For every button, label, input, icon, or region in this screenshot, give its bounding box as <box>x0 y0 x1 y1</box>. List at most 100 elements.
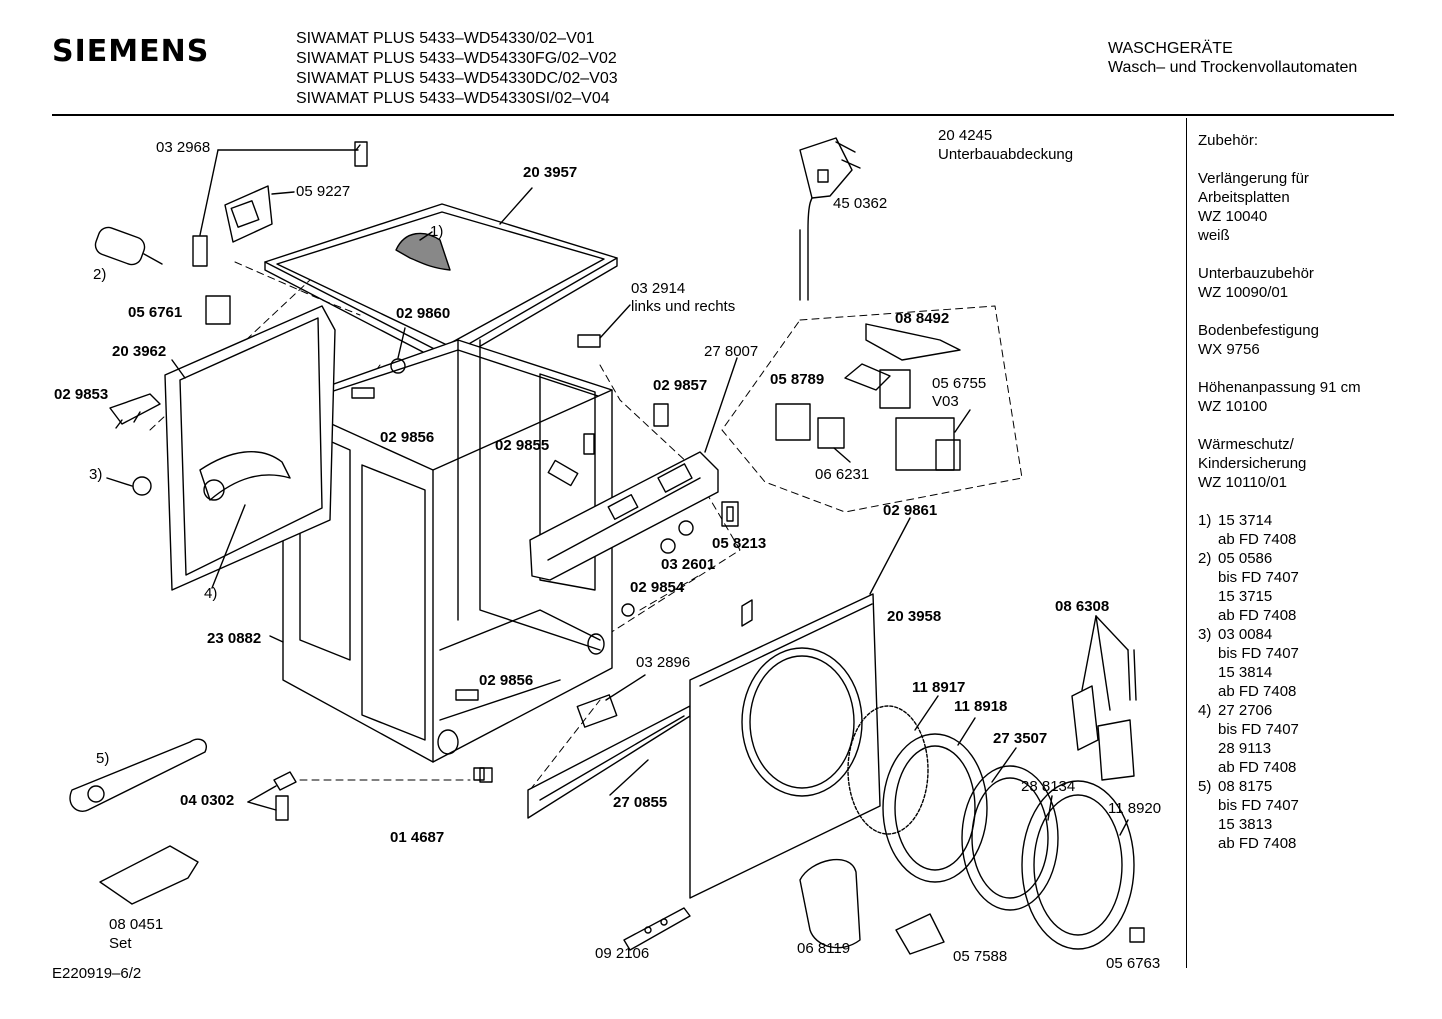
part-label: 02 9860 <box>396 305 451 322</box>
footnote-number: 1) <box>1198 512 1212 529</box>
document-id: E220919–6/2 <box>52 965 142 982</box>
exploded-view-drawing <box>69 137 1145 955</box>
footnote-line: ab FD 7408 <box>1218 835 1297 852</box>
accessory-name: Verlängerung für <box>1198 170 1309 187</box>
part-label: 05 6761 <box>128 304 183 321</box>
accessory-item: Unterbauzubehör WZ 10090/01 <box>1198 264 1361 302</box>
part-label: 23 0882 <box>207 630 262 647</box>
note-marker: 2) <box>93 266 107 283</box>
leader-line <box>954 409 971 433</box>
footnote-line-row: 15 3813 <box>1198 815 1361 834</box>
accessory-sidebar: Zubehör: Verlängerung für Arbeitsplatten… <box>1198 131 1361 853</box>
footnote-line: ab FD 7408 <box>1218 759 1297 776</box>
leader-line <box>269 635 284 643</box>
model-line: SIWAMAT PLUS 5433–WD54330/02–V01 <box>296 30 595 47</box>
footnote-line: ab FD 7408 <box>1218 607 1297 624</box>
footnote-line: ab FD 7408 <box>1218 531 1297 548</box>
door-hinge-parts <box>1071 615 1137 781</box>
part-label: 06 8119 <box>797 940 851 957</box>
part-label: 05 8789 <box>770 371 825 388</box>
model-line: SIWAMAT PLUS 5433–WD54330SI/02–V04 <box>296 90 610 107</box>
part-label: 27 0855 <box>613 794 668 811</box>
part-label: 04 0302 <box>180 792 235 809</box>
accessory-code: WZ 10110/01 <box>1198 474 1287 491</box>
part-variant: V03 <box>932 393 959 410</box>
footnote-line: ab FD 7408 <box>1218 683 1297 700</box>
category-subtitle: Wasch– und Trockenvollautomaten <box>1108 59 1358 76</box>
sidebar-title: Zubehör: <box>1198 132 1259 149</box>
footnote-line: bis FD 7407 <box>1218 721 1299 738</box>
part-description: links und rechts <box>631 298 736 315</box>
part-label: 11 8918 <box>954 698 1008 715</box>
footnote-line: 27 2706 <box>1218 702 1273 719</box>
footnote-line-row: bis FD 7407 <box>1198 568 1361 587</box>
part-label: 05 6755 <box>932 375 987 392</box>
electronics-region <box>721 305 1023 513</box>
part-label: 05 8213 <box>712 535 767 552</box>
small-parts-left <box>106 393 161 496</box>
accessory-code: WZ 10040 <box>1198 208 1268 225</box>
clips <box>351 387 753 781</box>
leader-line <box>609 759 649 796</box>
accessory-name: Höhenanpassung 91 cm <box>1198 379 1361 396</box>
part-label: 02 9857 <box>653 377 708 394</box>
footnote: 3)03 0084 <box>1198 625 1361 644</box>
part-label: 02 9856 <box>479 672 534 689</box>
small-parts-top-left <box>94 141 631 374</box>
footnote-line-row: ab FD 7408 <box>1198 682 1361 701</box>
footnote-line-row: 28 9113 <box>1198 739 1361 758</box>
footnote-line: bis FD 7407 <box>1218 645 1299 662</box>
note-marker: 4) <box>204 585 218 602</box>
part-label: 06 6231 <box>815 466 870 483</box>
footnote: 4)27 2706 <box>1198 701 1361 720</box>
leader-line <box>211 504 246 589</box>
footnote: 2) 05 0586 <box>1198 549 1361 568</box>
accessory-code: WZ 10090/01 <box>1198 284 1289 301</box>
footnote-line: 05 0586 <box>1218 550 1273 567</box>
footnote-line-row: ab FD 7408 <box>1198 834 1361 853</box>
footnote-line-row: bis FD 7407 <box>1198 796 1361 815</box>
footnote-line-row: ab FD 7408 <box>1198 606 1361 625</box>
footnote-line-row: ab FD 7408 <box>1198 758 1361 777</box>
part-label: 09 2106 <box>595 945 650 962</box>
footnote: 1) 15 3714 <box>1198 511 1361 530</box>
note-marker: 3) <box>89 466 103 483</box>
part-label: 08 0451 <box>109 916 164 933</box>
power-cord <box>799 137 861 301</box>
footnote: 5) 08 8175 <box>1198 777 1361 796</box>
footnote-line-row: 15 3814 <box>1198 663 1361 682</box>
header-divider <box>52 114 1394 116</box>
footnote-line: 28 9113 <box>1218 740 1272 757</box>
hinge-bracket <box>576 674 646 728</box>
footnote-line: 08 8175 <box>1218 778 1273 795</box>
footnote-line: 15 3814 <box>1218 664 1273 681</box>
model-line: SIWAMAT PLUS 5433–WD54330FG/02–V02 <box>296 50 617 67</box>
sidebar-divider <box>1186 118 1187 968</box>
part-label: 11 8917 <box>912 679 966 696</box>
part-label: 02 9861 <box>883 502 938 519</box>
door-assembly <box>847 705 1135 950</box>
part-label: 45 0362 <box>833 195 888 212</box>
leader-line <box>704 357 738 453</box>
footnote-line: 15 3714 <box>1218 512 1273 529</box>
leader-line <box>1047 795 1053 821</box>
accessory-note: weiß <box>1198 227 1230 244</box>
footnote-number: 2) <box>1198 550 1212 567</box>
footnote-number: 5) <box>1198 778 1212 795</box>
part-label: 28 8134 <box>1021 778 1076 795</box>
part-label: 03 2896 <box>636 654 691 671</box>
bottom-parts <box>69 738 1145 955</box>
accessory-name: Arbeitsplatten <box>1198 189 1290 206</box>
footnote-line-row: bis FD 7407 <box>1198 644 1361 663</box>
cabinet-body <box>282 339 613 763</box>
leader-line <box>991 747 1017 783</box>
part-label: 20 3962 <box>112 343 167 360</box>
footnote-line-row: bis FD 7407 <box>1198 720 1361 739</box>
part-label: 05 9227 <box>296 183 351 200</box>
part-label: 05 6763 <box>1106 955 1161 972</box>
leader-line <box>957 717 976 746</box>
footnote-line-row: ab FD 7408 <box>1198 530 1361 549</box>
electronic-parts <box>775 323 961 471</box>
accessory-item: Verlängerung für Arbeitsplatten WZ 10040… <box>1198 169 1361 245</box>
footnote-list: 1) 15 3714 ab FD 7408 2) 05 0586 bis FD 74… <box>1198 511 1361 853</box>
